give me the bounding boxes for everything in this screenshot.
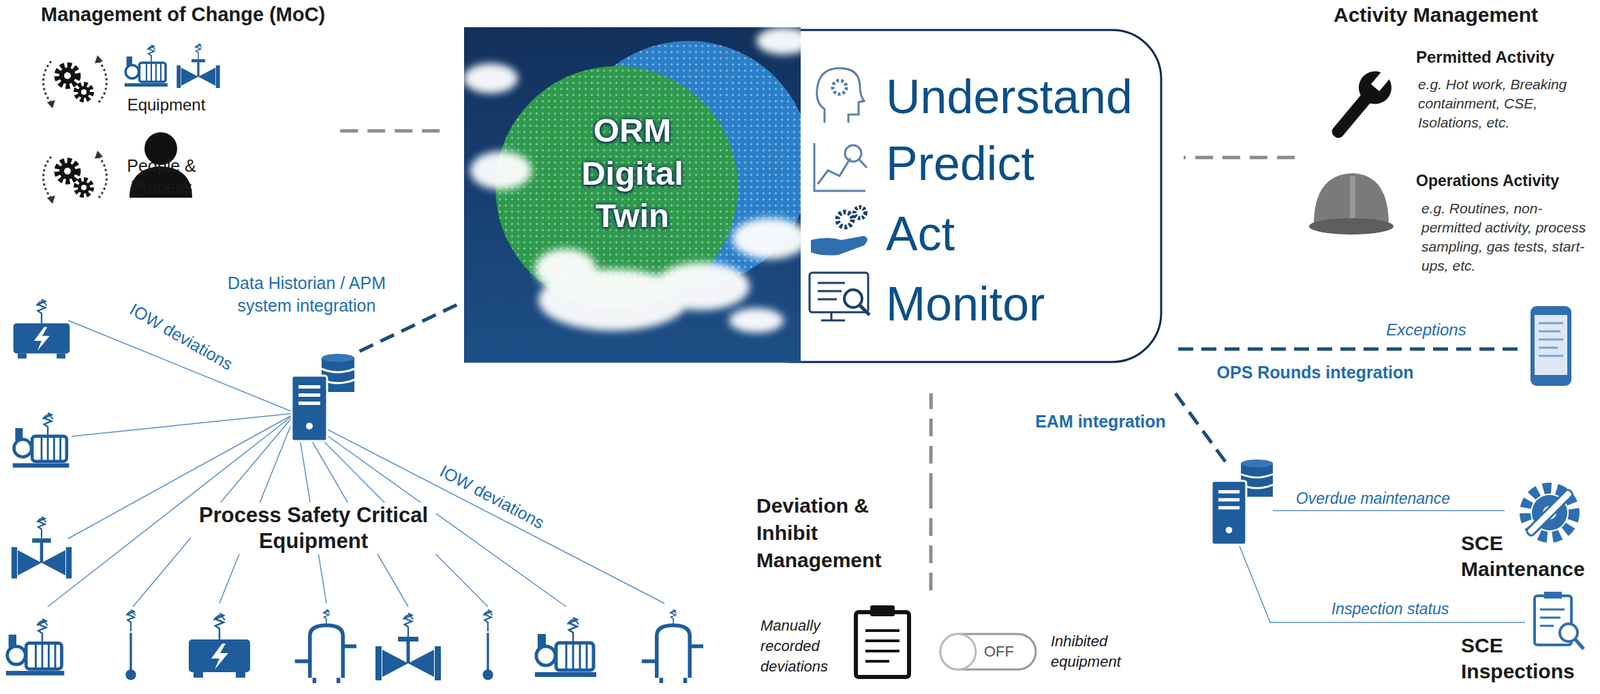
annotation-label: Exceptions xyxy=(1386,320,1466,340)
node-text: People & Process xyxy=(117,155,206,199)
edge-label: Data Historian / APM system integration xyxy=(211,271,403,317)
node-text: Predict xyxy=(885,137,1035,191)
annotation-label: Overdue maintenance xyxy=(1296,489,1451,508)
activity-group: Activity ManagementPermitted Activity e.g… xyxy=(1294,0,1600,287)
node-text: e.g. Hot work, Breaking containment, CSE… xyxy=(1418,74,1597,133)
node-title: Understand xyxy=(885,70,1133,124)
connector-line xyxy=(340,129,450,133)
node-title: SCE Maintenance xyxy=(1460,530,1598,582)
node-title: Management of Change (MoC) xyxy=(40,2,326,27)
connector-line xyxy=(1183,155,1295,159)
annotation-label: OFF xyxy=(983,642,1014,661)
node-text: Equipment xyxy=(122,95,210,116)
node-title: Process Safety Critical Equipment xyxy=(190,502,437,555)
annotation-label: Inspection status xyxy=(1331,599,1450,619)
node-title: Deviation & Inhibit Management xyxy=(756,491,886,574)
connector-line xyxy=(929,393,933,491)
process-safety-group: Process Safety Critical Equipment xyxy=(177,352,450,557)
dashed-connector xyxy=(1183,156,1295,158)
node-title: SCE Inspections xyxy=(1460,632,1598,684)
node-title: ORM Digital Twin xyxy=(564,109,701,238)
node-text: Permitted Activity xyxy=(1416,47,1555,68)
sce-inspections: SCE Inspections xyxy=(1460,632,1600,687)
deviation-group: Deviation & Inhibit ManagementManually r… xyxy=(752,490,1149,689)
node-text: Inhibited equipment xyxy=(1050,631,1140,672)
node-text: e.g. Routines, non-permitted activity, p… xyxy=(1421,198,1596,276)
orm-panel: ORM Digital Twin UnderstandPredictActMoni… xyxy=(464,27,1162,363)
annotation-label: OPS Rounds integration xyxy=(1217,362,1414,383)
node-title: Activity Management xyxy=(1333,2,1538,28)
moc-group: Management of Change (MoC) EquipmentPeopl… xyxy=(0,0,328,225)
sce-maintenance: SCE Maintenance xyxy=(1460,530,1600,585)
dashed-connector xyxy=(930,393,932,491)
node-text: Manually recorded deviations xyxy=(760,615,841,677)
node-text: Act xyxy=(885,207,955,261)
node-text: Operations Activity xyxy=(1416,171,1560,191)
deviation-label: IOW deviations xyxy=(436,460,548,533)
node-text: Monitor xyxy=(885,278,1045,331)
digital-twin-image: ORM Digital Twin xyxy=(464,27,801,363)
dashed-connector xyxy=(340,130,450,132)
annotation-label: EAM integration xyxy=(1035,411,1166,432)
